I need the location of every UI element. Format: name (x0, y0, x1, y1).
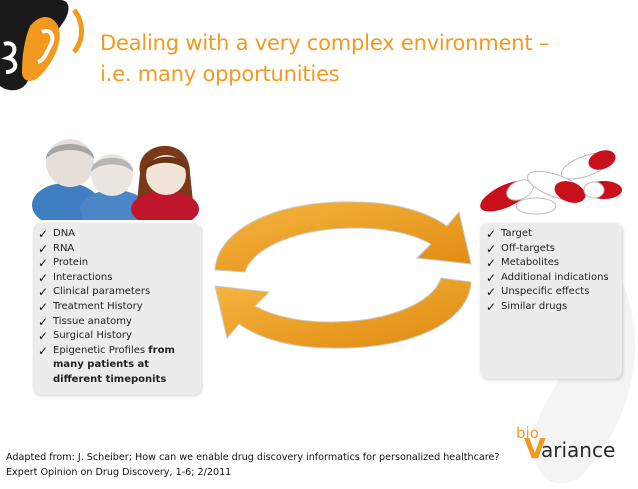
list-item: ✓Epigenetic Profiles from many patients … (38, 343, 175, 385)
list-item: ✓DNA (38, 227, 76, 241)
checkmark-icon: ✓ (38, 343, 49, 358)
patient-data-panel: ✓DNA ✓RNA ✓Protein ✓Interactions ✓Clinic… (33, 223, 201, 395)
biovariance-logo: bio V ariance (516, 424, 626, 468)
emphasis-text: from many patients at different timeponi… (53, 344, 175, 385)
page-title: Dealing with a very complex environment … (100, 28, 620, 90)
list-item: ✓Tissue anatomy (38, 314, 132, 329)
checkmark-icon: ✓ (38, 241, 49, 256)
checkmark-icon: ✓ (486, 241, 497, 256)
checkmark-icon: ✓ (38, 256, 49, 271)
checkmark-icon: ✓ (38, 314, 49, 329)
checkmark-icon: ✓ (486, 270, 497, 285)
checkmark-icon: ✓ (38, 329, 49, 344)
people-icon (32, 139, 199, 220)
checkmark-icon: ✓ (38, 270, 49, 285)
list-item: ✓Unspecific effects (486, 285, 590, 300)
list-item: ✓Off-targets (486, 241, 555, 256)
list-item: ✓Clinical parameters (38, 285, 151, 300)
title-line-1: Dealing with a very complex environment … (100, 31, 550, 55)
list-item: ✓RNA (38, 241, 75, 256)
citation: Adapted from: J. Scheiber; How can we en… (6, 450, 526, 480)
list-item: ✓Interactions (38, 270, 113, 285)
drug-data-panel: ✓Target ✓Off-targets ✓Metabolites ✓Addit… (480, 223, 622, 379)
checkmark-icon: ✓ (486, 227, 497, 241)
checkmark-icon: ✓ (486, 256, 497, 271)
citation-line-2: Expert Opinion on Drug Discovery, 1-6; 2… (6, 467, 232, 478)
pills-icon (480, 150, 622, 215)
list-item: ✓Target (486, 227, 532, 241)
cycle-arrows-icon (214, 201, 472, 349)
title-line-2: i.e. many opportunities (100, 62, 340, 86)
logo-bio: bio (516, 424, 539, 442)
list-item: ✓Protein (38, 256, 89, 271)
list-item: ✓Similar drugs (486, 299, 568, 314)
checkmark-icon: ✓ (486, 299, 497, 314)
checkmark-icon: ✓ (38, 227, 49, 241)
citation-line-1: Adapted from: J. Scheiber; How can we en… (6, 452, 500, 463)
list-item: ✓Metabolites (486, 256, 560, 271)
checkmark-icon: ✓ (38, 285, 49, 300)
checkmark-icon: ✓ (486, 285, 497, 300)
list-item: ✓Treatment History (38, 299, 143, 314)
list-item: ✓Surgical History (38, 329, 132, 344)
corner-logo-icon (0, 0, 84, 91)
logo-v: V (524, 432, 546, 465)
drug-data-list: ✓Target ✓Off-targets ✓Metabolites ✓Addit… (480, 223, 622, 315)
list-item: ✓Additional indications (486, 270, 609, 285)
patient-data-list: ✓DNA ✓RNA ✓Protein ✓Interactions ✓Clinic… (33, 223, 201, 388)
logo-variance: ariance (541, 438, 616, 462)
checkmark-icon: ✓ (38, 299, 49, 314)
